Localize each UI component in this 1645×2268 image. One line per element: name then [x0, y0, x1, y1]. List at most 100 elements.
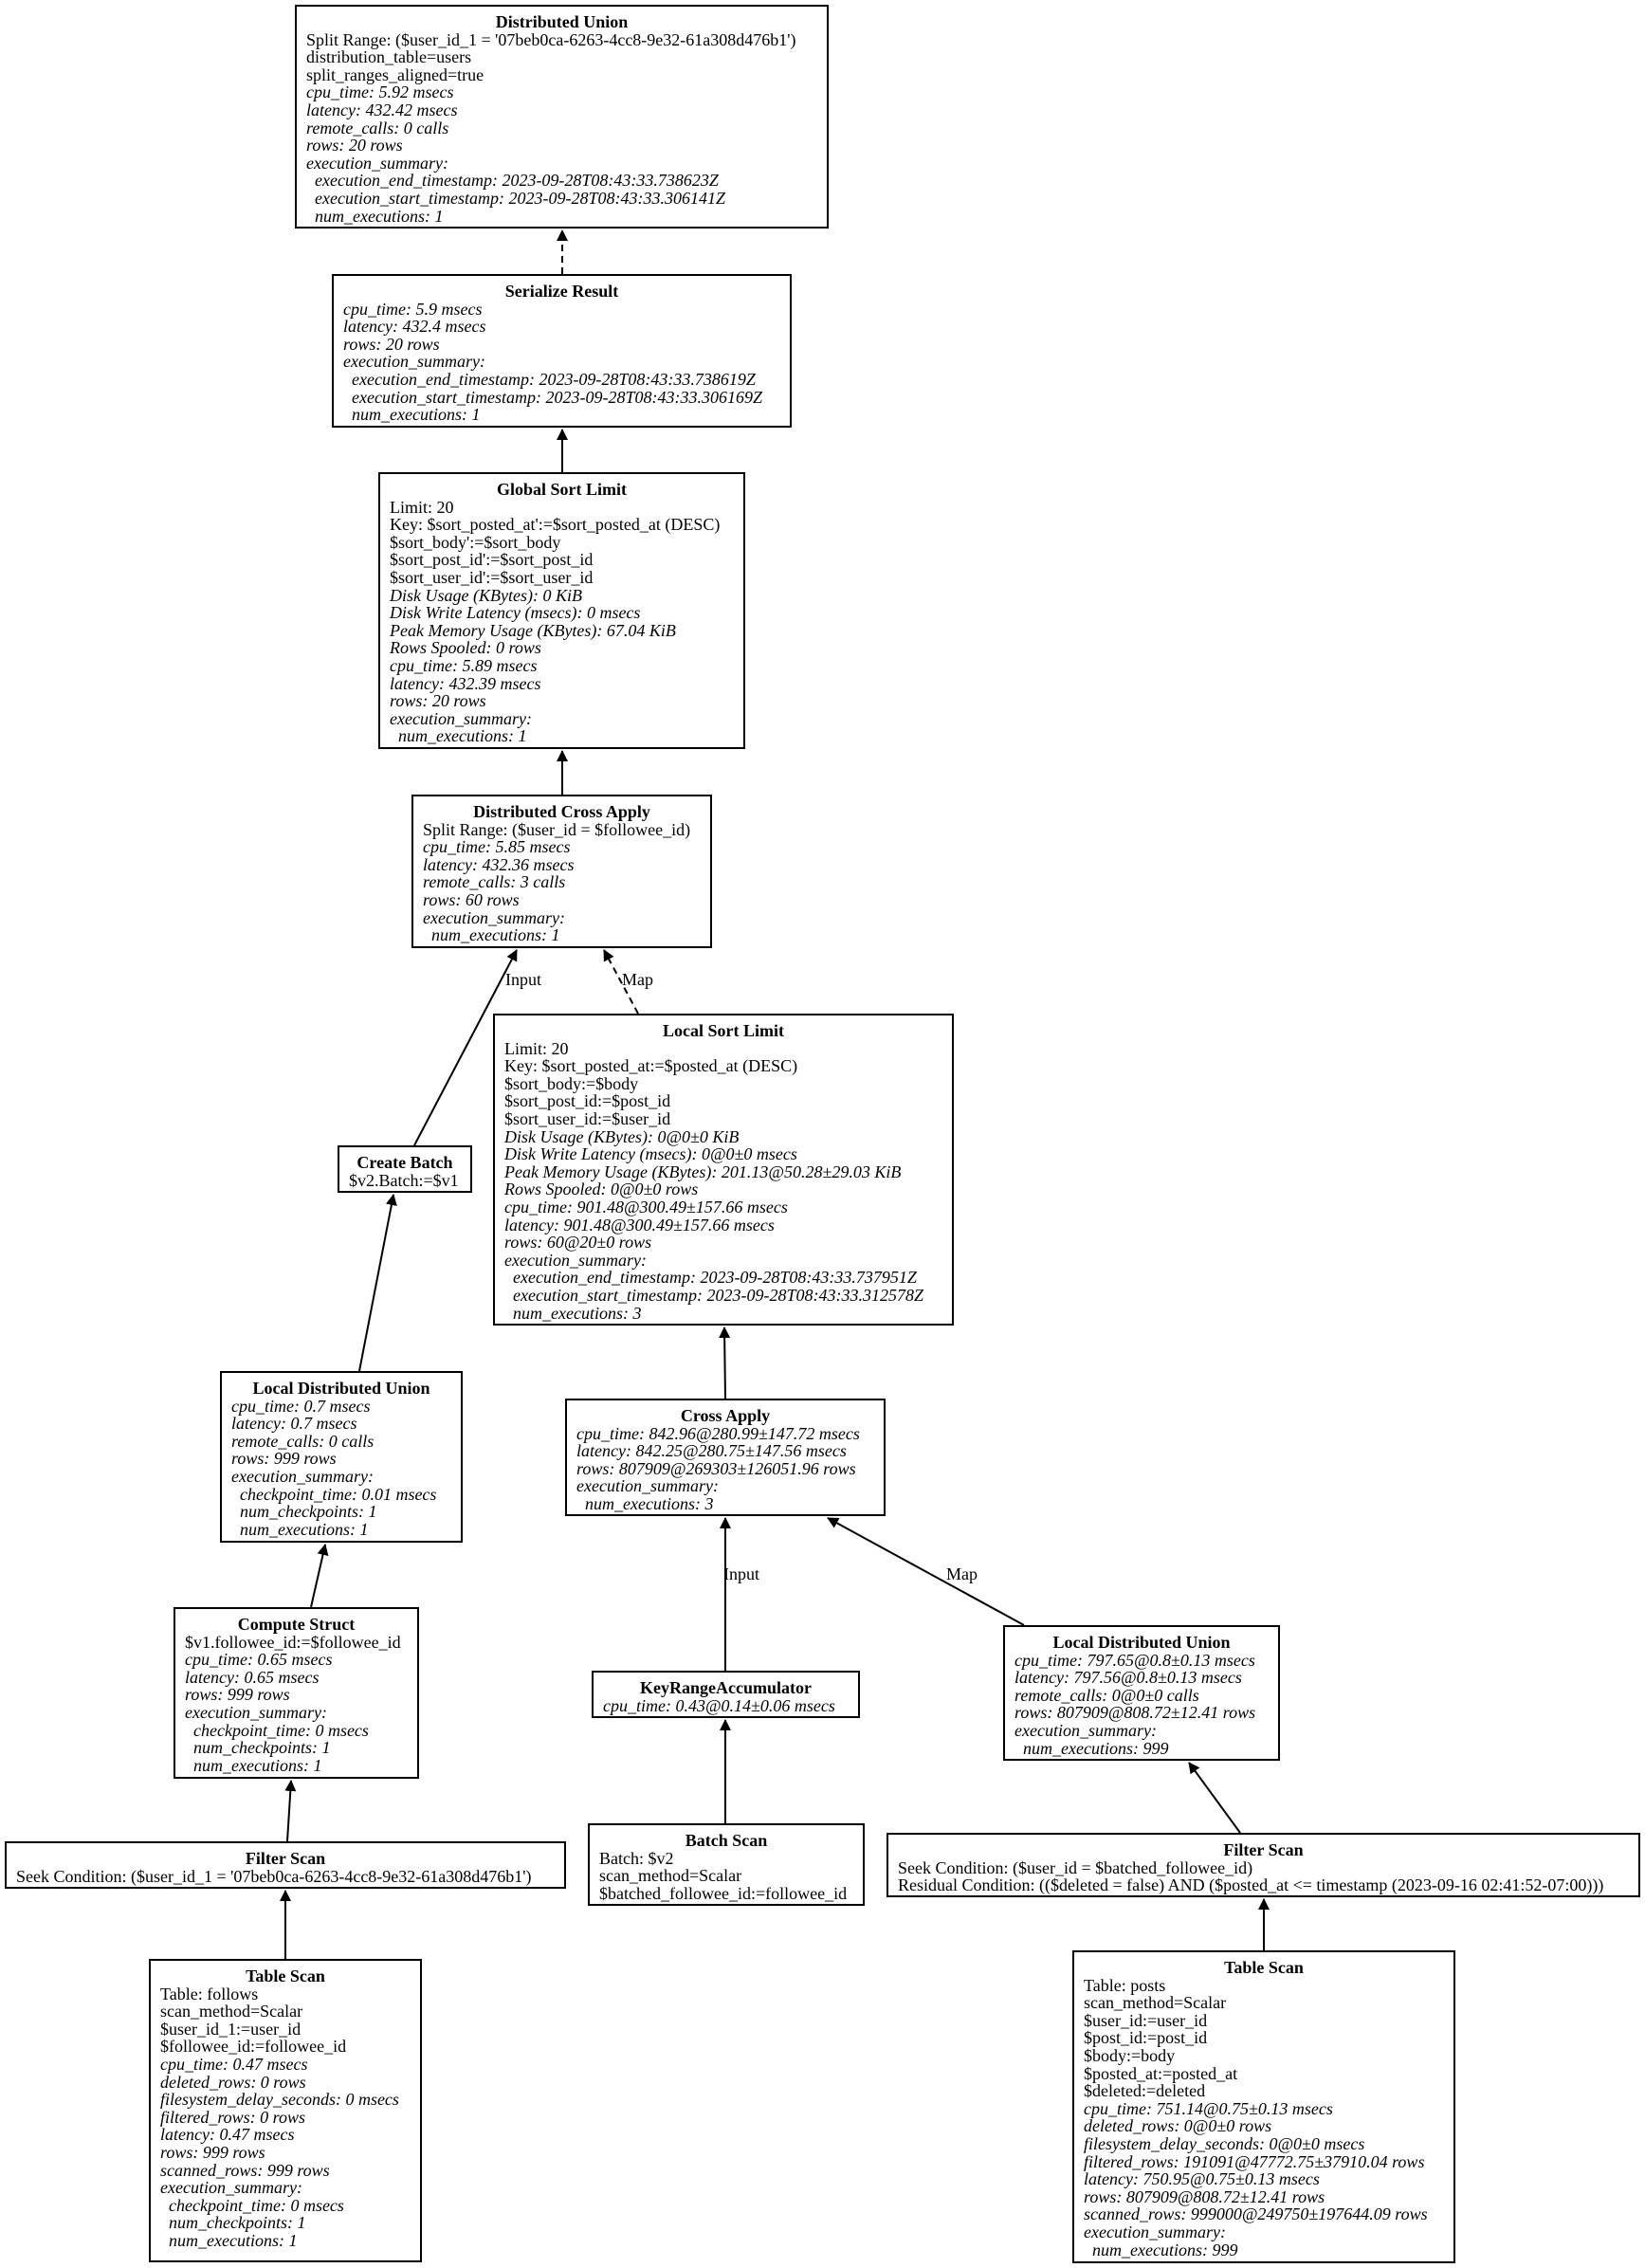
edge-label-input-top: Input — [505, 970, 541, 989]
node-line: execution_end_timestamp: 2023-09-28T08:4… — [343, 369, 756, 389]
node-title: Table Scan — [246, 1966, 325, 1985]
edge-filter_scan_left-to-compute_struct — [284, 1780, 297, 1842]
node-line: checkpoint_time: 0 msecs — [185, 1720, 369, 1740]
node-line: checkpoint_time: 0.01 msecs — [231, 1484, 437, 1504]
node-line: $sort_post_id':=$sort_post_id — [390, 550, 594, 570]
node-title: Serialize Result — [504, 282, 619, 301]
node-line: $body:=body — [1084, 2045, 1176, 2065]
node-title: Filter Scan — [245, 1849, 326, 1868]
node-line: $user_id_1:=user_id — [160, 2019, 302, 2039]
node-line: remote_calls: 0@0±0 calls — [1014, 1685, 1199, 1705]
node-line: cpu_time: 751.14@0.75±0.13 msecs — [1084, 2098, 1333, 2118]
node-line: num_executions: 1 — [306, 206, 444, 226]
node-line: filesystem_delay_seconds: 0@0±0 msecs — [1084, 2133, 1365, 2153]
node-line: num_executions: 3 — [504, 1303, 642, 1323]
node-line: rows: 999 rows — [160, 2142, 265, 2162]
node-line: Peak Memory Usage (KBytes): 67.04 KiB — [390, 620, 676, 640]
node-title: Table Scan — [1224, 1958, 1304, 1977]
node-line: cpu_time: 5.89 msecs — [390, 655, 538, 675]
node-line: Split Range: ($user_id = $followee_id) — [423, 819, 691, 839]
edge-filter_scan_right-to-local_distributed_union_right — [1188, 1762, 1241, 1834]
node-compute-struct: Compute Struct$v1.followee_id:=$followee… — [174, 1607, 419, 1779]
node-line: execution_end_timestamp: 2023-09-28T08:4… — [504, 1268, 917, 1288]
node-line: cpu_time: 5.92 msecs — [306, 82, 454, 102]
node-line: cpu_time: 0.43@0.14±0.06 msecs — [603, 1695, 835, 1715]
node-line: rows: 20 rows — [390, 691, 486, 711]
node-line: execution_summary: — [231, 1466, 374, 1486]
node-line: execution_summary: — [160, 2178, 302, 2198]
node-line: scan_method=Scalar — [160, 2002, 303, 2021]
node-line: execution_summary: — [423, 907, 565, 927]
node-title: KeyRangeAccumulator — [640, 1678, 812, 1697]
node-line: latency: 842.25@280.75±147.56 msecs — [576, 1441, 847, 1461]
node-line: rows: 999 rows — [231, 1449, 337, 1469]
node-line: rows: 20 rows — [306, 136, 403, 155]
node-line: num_executions: 1 — [343, 405, 481, 425]
edge-create_batch-to-distributed_cross_apply — [413, 949, 518, 1146]
node-line: cpu_time: 0.65 msecs — [185, 1650, 333, 1670]
node-line: latency: 901.48@300.49±157.66 msecs — [504, 1215, 775, 1235]
edge-label-map-top: Map — [622, 970, 653, 989]
node-line: deleted_rows: 0 rows — [160, 2072, 306, 2092]
node-line: $sort_user_id':=$sort_user_id — [390, 567, 594, 587]
node-line: execution_start_timestamp: 2023-09-28T08… — [306, 188, 725, 208]
node-line: deleted_rows: 0@0±0 rows — [1084, 2116, 1272, 2136]
node-line: execution_start_timestamp: 2023-09-28T08… — [343, 387, 762, 407]
node-title: Local Sort Limit — [663, 1021, 784, 1040]
node-line: cpu_time: 797.65@0.8±0.13 msecs — [1014, 1650, 1255, 1670]
node-line: distribution_table=users — [306, 47, 472, 67]
node-line: filtered_rows: 0 rows — [160, 2107, 306, 2127]
node-line: execution_summary: — [1084, 2222, 1226, 2241]
node-line: rows: 20 rows — [343, 334, 440, 354]
node-line: rows: 999 rows — [185, 1685, 290, 1705]
node-line: Residual Condition: (($deleted = false) … — [898, 1875, 1604, 1895]
node-line: Seek Condition: ($user_id = $batched_fol… — [898, 1857, 1253, 1877]
node-line: execution_summary: — [1014, 1720, 1157, 1740]
node-line: remote_calls: 0 calls — [231, 1431, 375, 1451]
node-line: execution_summary: — [504, 1250, 647, 1270]
node-line: Disk Usage (KBytes): 0 KiB — [390, 585, 582, 605]
node-line: $sort_body':=$sort_body — [390, 532, 561, 552]
node-line: Split Range: ($user_id_1 = '07beb0ca-626… — [306, 29, 796, 49]
node-line: Peak Memory Usage (KBytes): 201.13@50.28… — [504, 1161, 902, 1181]
node-line: $v2.Batch:=$v1 — [349, 1170, 459, 1190]
node-title: Compute Struct — [237, 1615, 356, 1634]
node-line: num_checkpoints: 1 — [231, 1502, 377, 1522]
node-line: Limit: 20 — [504, 1038, 569, 1058]
node-line: cpu_time: 0.47 msecs — [160, 2054, 308, 2074]
node-line: Key: $sort_posted_at:=$posted_at (DESC) — [504, 1056, 798, 1076]
node-line: num_executions: 3 — [576, 1493, 714, 1513]
node-title: Local Distributed Union — [1052, 1633, 1231, 1652]
node-line: remote_calls: 3 calls — [423, 872, 566, 892]
node-line: Table: follows — [160, 1984, 259, 2003]
node-line: checkpoint_time: 0 msecs — [160, 2195, 344, 2215]
node-line: latency: 750.95@0.75±0.13 msecs — [1084, 2169, 1320, 2189]
node-line: latency: 432.42 msecs — [306, 100, 458, 119]
node-line: num_checkpoints: 1 — [185, 1738, 331, 1758]
node-line: filesystem_delay_seconds: 0 msecs — [160, 2090, 399, 2110]
node-title: Filter Scan — [1223, 1840, 1304, 1859]
node-line: rows: 60@20±0 rows — [504, 1233, 652, 1253]
node-line: rows: 807909@269303±126051.96 rows — [576, 1458, 856, 1478]
node-title: Cross Apply — [680, 1406, 771, 1425]
node-line: split_ranges_aligned=true — [306, 64, 484, 84]
node-line: num_checkpoints: 1 — [160, 2213, 306, 2233]
node-line: $user_id:=user_id — [1084, 2010, 1208, 2030]
node-line: scan_method=Scalar — [1084, 1993, 1227, 2013]
node-line: execution_summary: — [390, 708, 532, 728]
edge-compute_struct-to-local_distributed_union_left — [310, 1544, 329, 1608]
node-line: Rows Spooled: 0 rows — [390, 638, 541, 658]
node-line: num_executions: 1 — [423, 925, 560, 945]
edge-label-input-bottom: Input — [723, 1564, 759, 1583]
node-line: Seek Condition: ($user_id_1 = '07beb0ca-… — [16, 1866, 532, 1886]
node-title: Distributed Cross Apply — [473, 802, 650, 821]
node-line: Table: posts — [1084, 1975, 1166, 1995]
